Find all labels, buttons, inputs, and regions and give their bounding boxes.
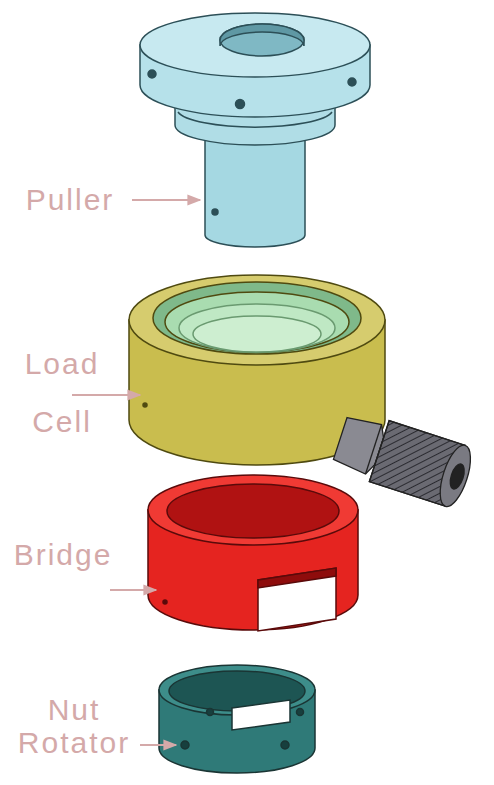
bridge-part xyxy=(148,475,358,631)
leader-line xyxy=(110,589,156,591)
hydraulic-coupler xyxy=(330,408,476,510)
part-label: Nut Rotator xyxy=(12,693,136,759)
part-label: Load Cell xyxy=(12,335,112,451)
leader-line xyxy=(72,394,140,396)
nut-rotator-part xyxy=(159,665,315,773)
part-label: Puller xyxy=(10,180,130,220)
leader-line xyxy=(140,744,176,746)
puller-part xyxy=(140,13,370,247)
leader-arrows xyxy=(72,200,200,745)
part-label: Bridge xyxy=(8,535,118,575)
leader-line xyxy=(132,199,200,201)
